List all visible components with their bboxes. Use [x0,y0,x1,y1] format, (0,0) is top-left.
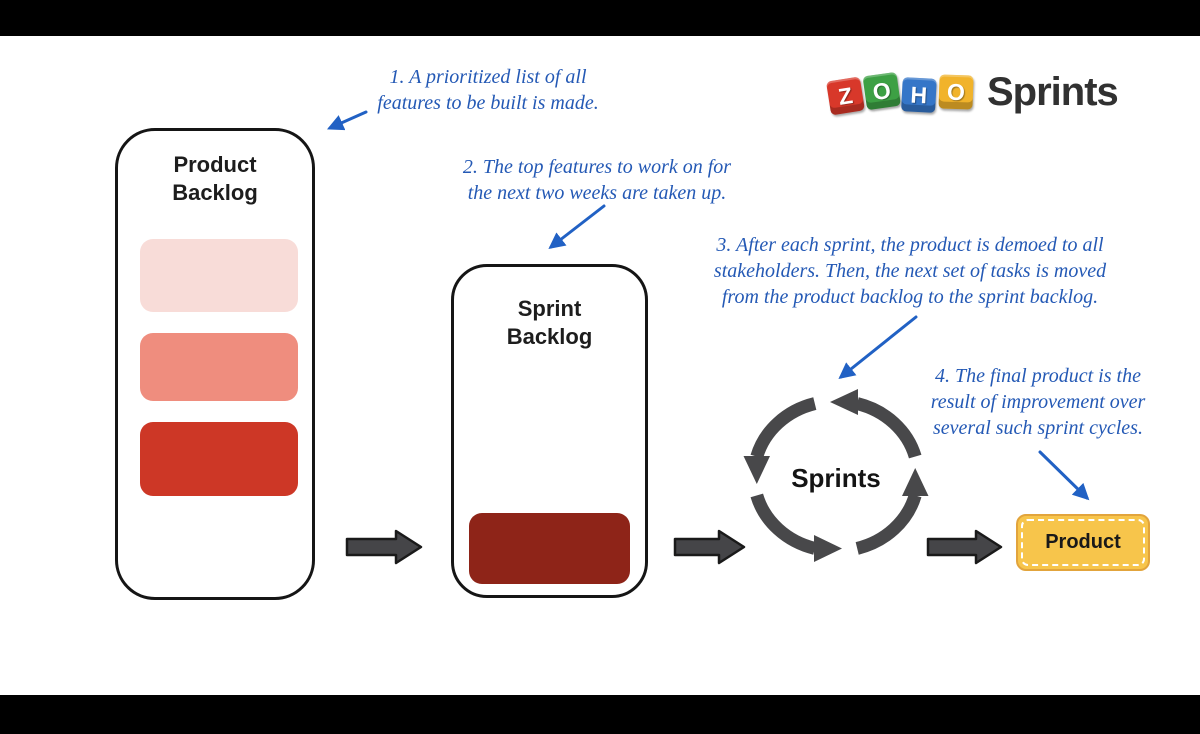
sprint-cycle-icon [743,389,929,562]
product-backlog-title-line1: Product [173,152,257,177]
cycle-arc-bottom-left [750,493,817,555]
zoho-tile-o1: O [862,71,901,110]
annotation-step1: 1. A prioritized list of all features to… [368,64,608,116]
flow-arrow-sprints-to-product-icon [926,529,1003,565]
annotation-step4-line2: result of improvement over [930,391,1146,413]
zoho-tile-o2: O [938,73,974,110]
pointer-step3-to-sprints-icon [838,315,918,380]
annotation-step2-line1: 2. The top features to work on for [462,156,732,178]
annotation-step1-line2: features to be built is made. [377,92,599,114]
pointer-step1-to-product-backlog-icon [326,110,368,131]
product-box: Product [1016,514,1150,571]
sprint-backlog-box: Sprint Backlog [451,264,648,598]
sprint-backlog-item [469,513,630,584]
cycle-arc-top-left [750,397,817,459]
product-backlog-box: Product Backlog [115,128,315,600]
pointer-step4-to-product-icon [1038,450,1090,501]
sprint-backlog-title-line1: Sprint [517,296,582,321]
pointer-step2-to-sprint-backlog-icon [548,204,606,250]
sprint-backlog-title: Sprint Backlog [454,295,645,351]
backlog-item-high-priority [140,422,298,496]
product-label: Product [1045,531,1121,553]
product-box-dashed-border [1021,519,1145,566]
zoho-logo-tiles: Z O H O [826,71,974,115]
cycle-arc-bottom-right [855,493,922,555]
cycle-arrowhead-down-pointing-icon [743,456,770,484]
flow-arrow-sprint-backlog-to-sprints-icon [673,529,746,565]
cycle-arrowhead-up-pointing-icon [902,468,929,496]
backlog-item-medium-priority [140,333,298,401]
annotation-step4-line3: several such sprint cycles. [933,417,1143,439]
annotation-step3-line2: stakeholders. Then, the next set of task… [713,260,1107,282]
product-backlog-title: Product Backlog [118,151,312,207]
annotation-step2-line2: the next two weeks are taken up. [467,182,727,204]
annotation-step3-line1: 3. After each sprint, the product is dem… [716,234,1104,256]
product-backlog-title-line2: Backlog [172,180,258,205]
cycle-arc-top-right [855,397,922,459]
letterbox-top [0,0,1200,36]
zoho-tile-h: H [901,76,937,113]
annotation-step4-line1: 4. The final product is the [935,365,1141,387]
annotation-step1-line1: 1. A prioritized list of all [389,66,587,88]
backlog-item-low-priority [140,239,298,312]
sprints-label: Sprints [791,463,881,493]
annotation-step2: 2. The top features to work on for the n… [452,154,742,206]
annotation-step3: 3. After each sprint, the product is dem… [700,232,1120,310]
annotation-step3-line3: from the product backlog to the sprint b… [721,286,1099,308]
zoho-sprints-logo: Z O H O Sprints [826,70,1119,115]
annotation-step4: 4. The final product is the result of im… [922,363,1154,441]
zoho-tile-z: Z [826,76,865,115]
flow-arrow-backlog-to-sprint-backlog-icon [345,529,423,565]
logo-wordmark: Sprints [987,70,1119,114]
sprint-backlog-title-line2: Backlog [506,324,593,349]
cycle-arrowhead-right-pointing-icon [814,535,842,562]
letterbox-bottom [0,695,1200,734]
cycle-arrowhead-left-pointing-icon [830,389,858,415]
